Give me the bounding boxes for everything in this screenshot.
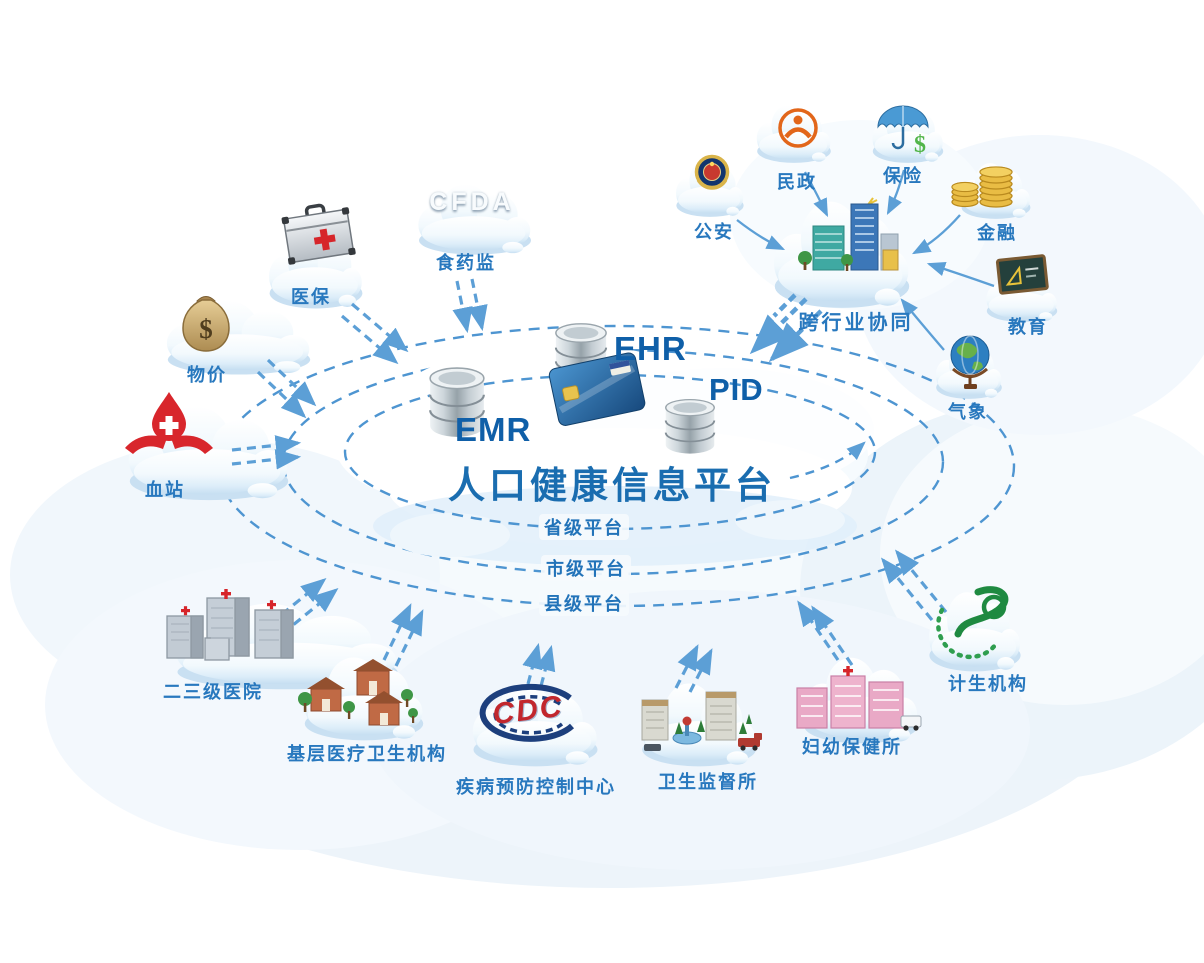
village-clinics-icon (298, 659, 418, 726)
ehr-label: EHR (614, 330, 687, 367)
cross-industry-exchange-arrows (749, 293, 823, 363)
dashed-flow-arrows (231, 278, 948, 693)
gold-coins-icon (951, 166, 1013, 208)
node-label-cdc: 疾病预防控制中心 (456, 777, 616, 797)
node-label-finance: 金融 (977, 223, 1017, 243)
ring-label-province: 省级平台 (539, 514, 629, 540)
blackboard-icon (995, 254, 1049, 295)
ring-label-city: 市级平台 (541, 555, 631, 581)
medical-case-icon (281, 203, 356, 265)
civil-affairs-emblem-icon (778, 108, 818, 148)
platform-title: 人口健康信息平台 (448, 465, 776, 506)
node-label-weather: 气象 (948, 402, 988, 422)
node-label-family-planning: 计生机构 (948, 674, 1028, 694)
satellite-curved-arrows (736, 169, 995, 351)
node-label-pricing: 物价 (187, 365, 227, 385)
node-label-health-supervision: 卫生监督所 (658, 772, 758, 792)
cross-industry-label: 跨行业协同 (798, 312, 914, 334)
family-planning-logo-icon (936, 586, 1009, 660)
pid-label: PID (709, 372, 764, 407)
node-label-education: 教育 (1008, 317, 1048, 337)
node-label-hospitals: 二三级医院 (163, 682, 263, 702)
blood-donation-icon (125, 392, 213, 454)
health-card-icon (548, 352, 646, 426)
node-label-grassroots: 基层医疗卫生机构 (287, 744, 447, 764)
money-bag-icon: $ (182, 296, 230, 352)
hospital-buildings-icon (166, 589, 294, 661)
node-label-insurance: 保险 (883, 166, 923, 186)
node-label-public-security: 公安 (694, 222, 734, 242)
cdc-logo-icon (479, 683, 575, 742)
mch-buildings-icon (796, 666, 922, 731)
node-label-blood-station: 血站 (145, 480, 185, 500)
svg-text:$: $ (199, 314, 213, 344)
cfda-badge: CFDA (429, 188, 515, 216)
node-label-mch: 妇幼保健所 (802, 737, 902, 757)
node-label-medical-insurance: 医保 (291, 287, 331, 307)
ring-label-county: 县级平台 (539, 590, 629, 616)
node-label-civil-affairs: 民政 (777, 172, 817, 192)
emr-label: EMR (455, 411, 532, 448)
police-badge-icon (694, 154, 730, 190)
umbrella-icon: $ (877, 105, 929, 158)
globe-icon (950, 335, 990, 389)
node-label-food-drug: 食药监 (436, 253, 496, 273)
cloud-civil-affairs (756, 105, 831, 163)
city-buildings-icon (798, 197, 899, 271)
svg-text:$: $ (914, 132, 926, 158)
town-campus-icon (641, 691, 762, 751)
